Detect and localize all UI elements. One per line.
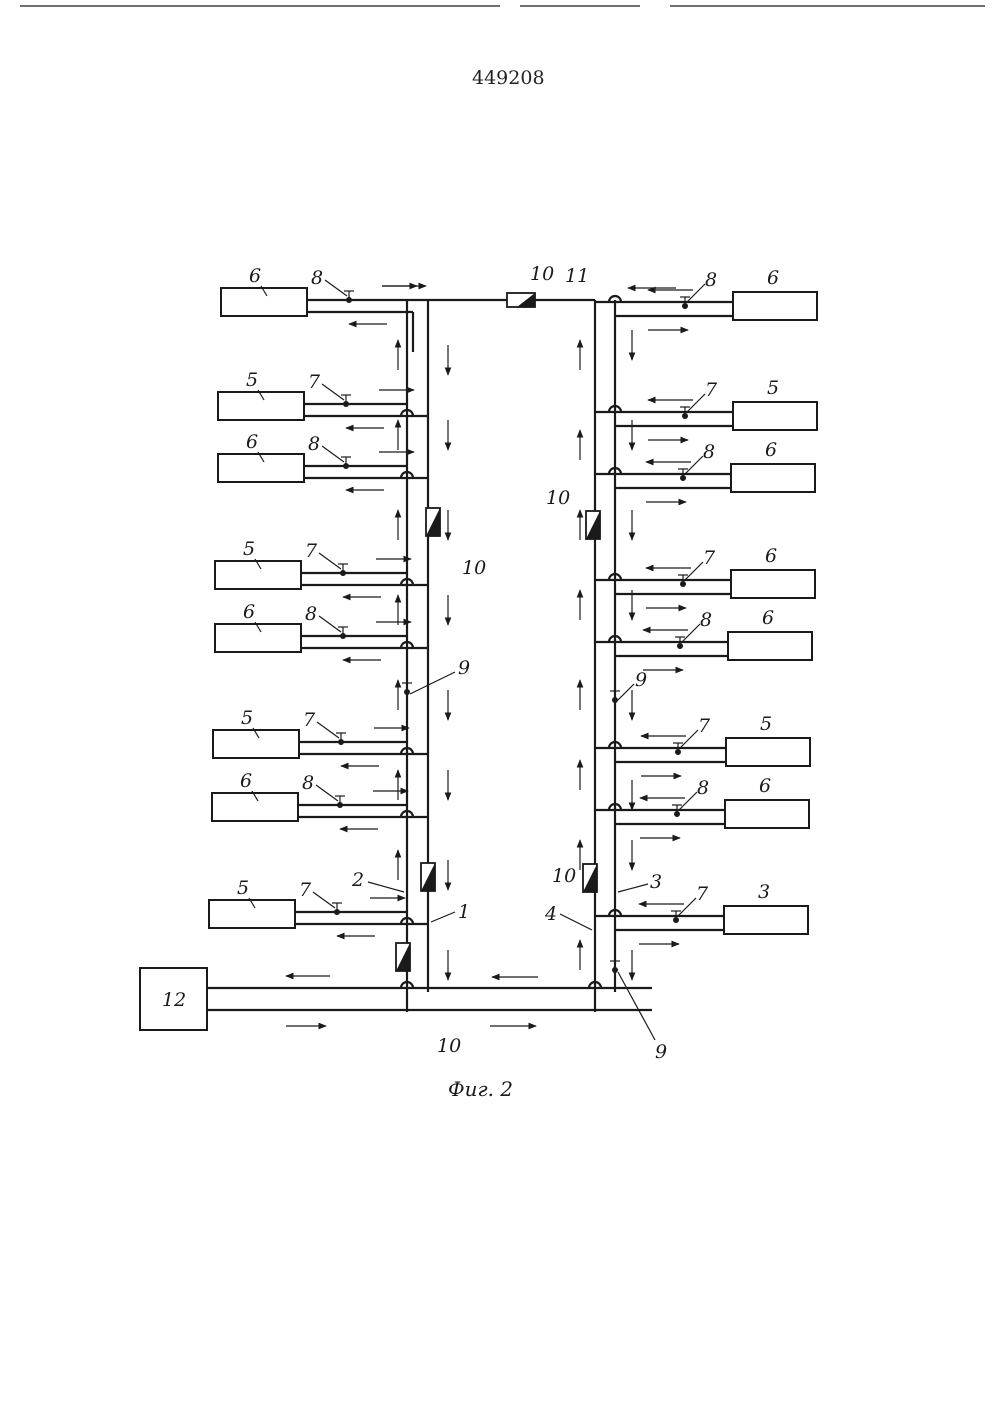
- device-10-right-lower: [583, 864, 597, 892]
- valve-label-right: 7: [698, 715, 711, 737]
- valve-label-right: 8: [703, 441, 715, 463]
- unit-label-left: 6: [243, 601, 255, 623]
- unit-box-right: [733, 402, 817, 430]
- unit-box-right: [724, 906, 808, 934]
- unit-box-left: [221, 288, 307, 316]
- unit-box-right: [733, 292, 817, 320]
- unit-box-left: [218, 392, 304, 420]
- unit-box-left: [209, 900, 295, 928]
- unit-label-right: 6: [762, 607, 774, 629]
- valve-leader: [325, 280, 347, 296]
- valve-label-left: 7: [305, 540, 318, 562]
- right-branches: 6 8 5 7 6 8 6 7 6 8 5 7 6 8 3 7: [595, 267, 817, 934]
- valve-leader: [687, 284, 705, 302]
- unit-label-right: 6: [759, 775, 771, 797]
- valve-label-right: 8: [700, 609, 712, 631]
- figure-caption: Фиг. 2: [448, 1077, 513, 1101]
- left-branches: 6 8 5 7 6 8 5 7 6 8 5 7 6 8 5 7: [209, 265, 428, 928]
- unit-label-left: 6: [240, 770, 252, 792]
- valve-label-left: 7: [308, 371, 321, 393]
- device-10-label-upper-left: 10: [462, 557, 486, 579]
- pipe-1-label: 1: [458, 901, 470, 923]
- unit-label-left: 6: [249, 265, 261, 287]
- unit-label-left: 5: [246, 369, 258, 391]
- unit-box-left: [215, 624, 301, 652]
- device-10-label-bottom: 10: [437, 1035, 461, 1057]
- valve-leader: [322, 384, 344, 400]
- valve-leader: [682, 624, 700, 642]
- valve-label-left: 8: [302, 772, 314, 794]
- valve-leader: [317, 722, 339, 738]
- valve-leader: [316, 785, 338, 801]
- main-unit-label: 12: [162, 989, 186, 1011]
- valve-leader: [319, 553, 341, 569]
- valve-label-left: 8: [311, 267, 323, 289]
- unit-box-left: [212, 793, 298, 821]
- unit-label-left: 5: [243, 538, 255, 560]
- device-10-right-upper: [586, 511, 600, 539]
- valve-leader: [313, 892, 335, 908]
- valve-label-left: 8: [305, 603, 317, 625]
- unit-label-right: 6: [767, 267, 779, 289]
- valve-leader: [678, 898, 696, 916]
- valve-label-left: 7: [299, 879, 312, 901]
- valve-leader: [687, 394, 705, 412]
- device-10-bottom: [396, 943, 410, 971]
- unit-box-right: [725, 800, 809, 828]
- device-10-label-lower-right: 10: [552, 865, 576, 887]
- valve-leader: [322, 446, 344, 462]
- unit-label-right: 5: [760, 713, 772, 735]
- valve-9-label-bottom: 9: [655, 1041, 667, 1063]
- bridge-label: 11: [565, 265, 589, 287]
- unit-box-right: [728, 632, 812, 660]
- device-10-label-top: 10: [530, 263, 554, 285]
- valve-leader: [679, 792, 697, 810]
- valve-leader: [685, 456, 703, 474]
- pipe-4-label: 4: [544, 903, 557, 925]
- device-10-label-upper-right: 10: [546, 487, 570, 509]
- valve-leader: [680, 730, 698, 748]
- valve-leader: [319, 616, 341, 632]
- unit-label-left: 5: [241, 707, 253, 729]
- document-number: 449208: [472, 67, 545, 89]
- unit-box-left: [213, 730, 299, 758]
- device-10-left-upper: [426, 508, 440, 536]
- pipe-3-label: 3: [650, 871, 662, 893]
- unit-label-right: 6: [765, 439, 777, 461]
- unit-box-right: [731, 464, 815, 492]
- valve-9-label-right: 9: [635, 669, 647, 691]
- valve-label-right: 7: [705, 379, 718, 401]
- valve-label-right: 8: [697, 777, 709, 799]
- valve-9-label-left: 9: [458, 657, 470, 679]
- unit-box-right: [731, 570, 815, 598]
- valve-label-left: 8: [308, 433, 320, 455]
- unit-box-right: [726, 738, 810, 766]
- valve-leader: [685, 562, 703, 580]
- unit-label-right: 3: [758, 881, 770, 903]
- unit-label-left: 5: [237, 877, 249, 899]
- valve-label-right: 7: [696, 883, 709, 905]
- unit-box-left: [218, 454, 304, 482]
- unit-label-right: 5: [767, 377, 779, 399]
- valve-label-right: 7: [703, 547, 716, 569]
- device-10-left-lower: [421, 863, 435, 891]
- unit-label-right: 6: [765, 545, 777, 567]
- unit-box-left: [215, 561, 301, 589]
- unit-label-left: 6: [246, 431, 258, 453]
- pipe-2-label: 2: [351, 869, 364, 891]
- device-10-top: [507, 293, 535, 307]
- main-unit-12: 12: [140, 968, 207, 1030]
- valve-label-left: 7: [303, 709, 316, 731]
- valve-label-right: 8: [705, 269, 717, 291]
